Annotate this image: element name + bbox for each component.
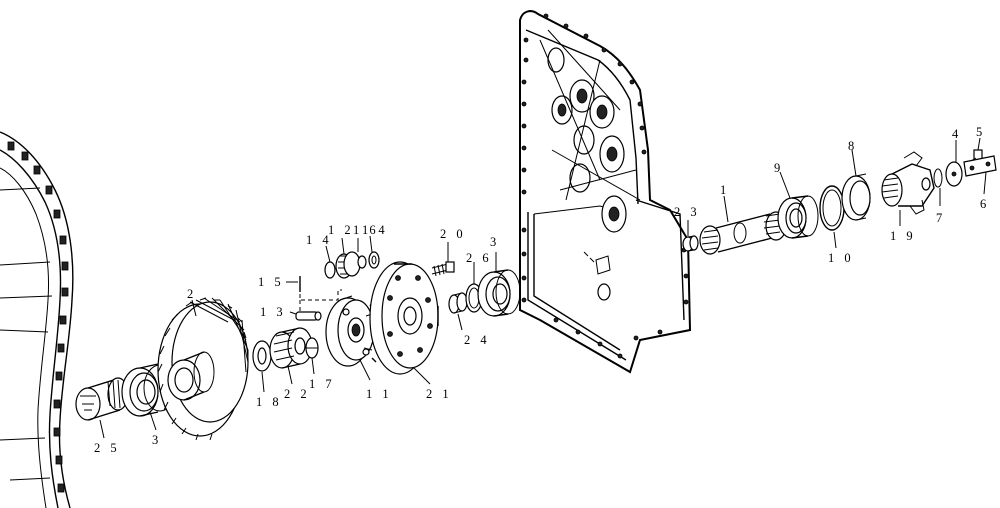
part-11-carrier xyxy=(325,295,377,367)
callout-14: 1 4 xyxy=(306,233,332,247)
part-15-pin xyxy=(299,276,342,312)
part-24-spacer xyxy=(448,292,468,314)
callout-15: 1 5 xyxy=(258,275,284,289)
callout-22: 2 2 xyxy=(284,387,310,401)
callout-4: 4 xyxy=(952,127,962,141)
part-2-large-gear xyxy=(157,297,249,441)
callout-24: 2 4 xyxy=(464,333,490,347)
left-housing xyxy=(0,131,74,508)
part-8-seal xyxy=(841,173,871,221)
part-6-lock-plate xyxy=(963,155,997,177)
callout-18: 1 8 xyxy=(256,395,282,409)
callout-11: 1 1 xyxy=(366,387,392,401)
callout-2-gear: 2 xyxy=(187,287,197,301)
part-21-cover-plate xyxy=(369,261,439,375)
callout-7: 7 xyxy=(936,211,946,225)
callout-5: 5 xyxy=(976,125,986,139)
callout-12: 1 2 xyxy=(328,223,354,237)
callout-23: 2 3 xyxy=(674,205,700,219)
callout-3-left: 3 xyxy=(152,433,162,447)
part-7-o-ring xyxy=(933,168,943,188)
part-10-snap-ring xyxy=(819,185,845,231)
callout-20: 2 0 xyxy=(440,227,466,241)
callout-19: 1 9 xyxy=(890,229,916,243)
part-23-bushing xyxy=(682,235,699,252)
leader-lines xyxy=(99,137,987,439)
callout-labels: 2 5 3 2 1 8 2 2 1 7 1 5 1 3 1 4 1 2 1 6 … xyxy=(94,125,990,455)
callout-3-right: 3 xyxy=(490,235,500,249)
callout-13: 1 3 xyxy=(260,305,286,319)
main-housing xyxy=(519,10,692,374)
part-13-pin xyxy=(295,311,322,321)
callout-21: 2 1 xyxy=(426,387,452,401)
part-9-bearing xyxy=(777,195,819,239)
part-1-output-shaft xyxy=(699,211,787,255)
part-19-yoke xyxy=(881,151,935,215)
callout-10: 1 0 xyxy=(828,251,854,265)
callout-9: 9 xyxy=(774,161,784,175)
part-12-small-gear-upper xyxy=(324,251,380,279)
part-3-bearing-left xyxy=(121,363,177,417)
callout-17: 1 7 xyxy=(309,377,335,391)
callout-8: 8 xyxy=(848,139,858,153)
part-3-bearing-right xyxy=(477,269,521,317)
part-25-shaft xyxy=(75,377,129,421)
callout-26: 2 6 xyxy=(466,251,492,265)
callout-16: 1 6 xyxy=(353,223,379,237)
callout-25-left: 2 5 xyxy=(94,441,120,455)
callout-6: 6 xyxy=(980,197,990,211)
part-17-pin xyxy=(305,337,319,359)
part-4-washer xyxy=(945,161,963,187)
callout-1: 1 xyxy=(720,183,730,197)
part-20-bolt xyxy=(431,261,455,277)
part-18-washer xyxy=(252,340,272,372)
callout-14-right: 1 4 xyxy=(362,223,388,237)
